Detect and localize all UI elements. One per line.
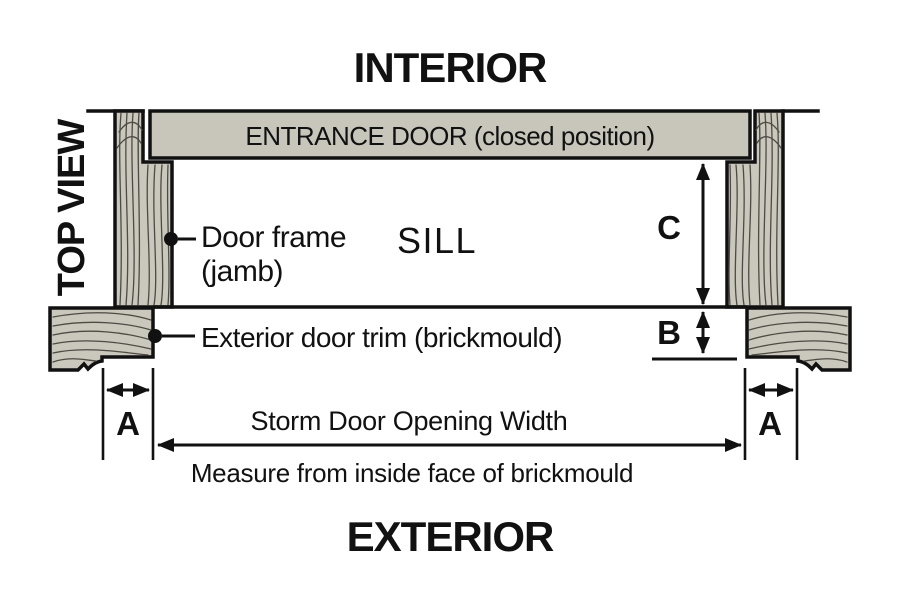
door-frame-label-line1: Door frame bbox=[201, 221, 346, 254]
storm-door-width-label: Storm Door Opening Width bbox=[251, 406, 568, 436]
extension-lines bbox=[101, 368, 799, 460]
entrance-door-label: ENTRANCE DOOR (closed position) bbox=[245, 121, 654, 151]
interior-title: INTERIOR bbox=[354, 44, 547, 91]
dimension-c-label: C bbox=[657, 209, 681, 246]
entrance-door-bar bbox=[148, 109, 752, 160]
top-view-title: TOP VIEW bbox=[51, 119, 93, 297]
right-brickmould bbox=[745, 306, 852, 372]
brickmould-label: Exterior door trim (brickmould) bbox=[201, 322, 562, 353]
wood-grain bbox=[748, 312, 848, 363]
dimension-b-label: B bbox=[657, 314, 681, 351]
door-frame-label-line2: (jamb) bbox=[201, 255, 283, 288]
wood-grain bbox=[52, 312, 152, 363]
dimension-a-right-label: A bbox=[758, 405, 782, 442]
exterior-title: EXTERIOR bbox=[347, 513, 554, 560]
jamb-callout-dot bbox=[164, 232, 178, 246]
left-brickmould bbox=[48, 306, 155, 372]
sill-label: SILL bbox=[397, 220, 477, 261]
measure-note-label: Measure from inside face of brickmould bbox=[191, 458, 633, 488]
dimension-a-left-label: A bbox=[116, 405, 140, 442]
right-door-jamb bbox=[725, 109, 785, 309]
wood-grain bbox=[728, 112, 782, 306]
brickmould-callout-dot bbox=[148, 329, 162, 343]
